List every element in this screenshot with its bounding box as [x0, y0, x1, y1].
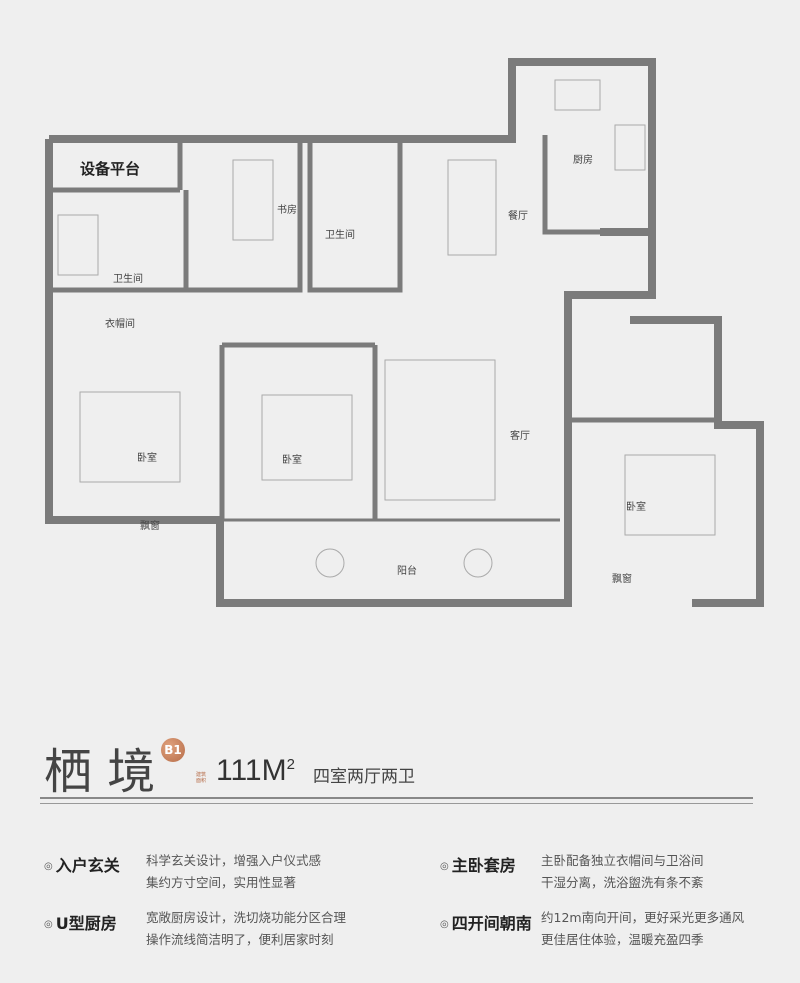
room-label-closet: 衣帽间 [105, 319, 135, 330]
feature-line: 更佳居住体验，温暖充盈四季 [541, 932, 704, 947]
balcony-chair-2 [463, 548, 493, 578]
feature-line: 约12m南向开间，更好采光更多通风 [541, 910, 745, 925]
bed-3 [624, 454, 716, 536]
layout-type: 四室两厅两卫 [313, 767, 415, 787]
room-label-bay1: 飘窗 [140, 521, 160, 532]
room-label-bath1: 卫生间 [325, 230, 355, 241]
room-label-bay2: 飘窗 [612, 574, 632, 585]
divider [40, 803, 753, 804]
room-label-bed3: 卧室 [626, 502, 646, 513]
feature-title-text: 主卧套房 [451, 856, 516, 875]
wall-west [45, 139, 220, 524]
wall-baths [49, 140, 403, 293]
feature-line: 操作流线简洁明了，便利居家时刻 [146, 932, 334, 947]
wall-bedroom2 [219, 342, 378, 520]
wall-east-lower [630, 316, 764, 607]
furniture [57, 79, 716, 578]
room-label-balcony: 阳台 [397, 566, 417, 577]
feature-title-text: 四开间朝南 [451, 914, 532, 933]
area-number: 111M [216, 754, 287, 787]
bathtub [57, 214, 99, 276]
circle-dot-icon: ◎ [44, 861, 53, 872]
divider [40, 797, 753, 799]
feature-line: 干湿分离，洗浴盥洗有条不紊 [541, 875, 704, 890]
stove [614, 124, 646, 171]
feature-line: 科学玄关设计，增强入户仪式感 [146, 853, 322, 868]
room-label-dining: 餐厅 [508, 211, 528, 222]
feature-title: ◎入户玄关 [44, 852, 120, 876]
kitchen-sink [554, 79, 601, 111]
feature-title: ◎主卧套房 [440, 852, 516, 876]
feature-title-text: U型厨房 [55, 914, 117, 933]
unit-badge: B1 [161, 738, 185, 762]
balcony-chair-1 [315, 548, 345, 578]
desk [232, 159, 274, 241]
walls [45, 58, 764, 607]
feature-desc: 主卧配备独立衣帽间与卫浴间干湿分离，洗浴盥洗有条不紊 [541, 850, 704, 894]
feature-line: 宽敞厨房设计，洗切烧功能分区合理 [146, 910, 347, 925]
area-label: 建筑面积 [196, 772, 207, 784]
rug [384, 359, 496, 501]
area-unit-sup: 2 [286, 756, 295, 773]
room-label-kitchen: 厨房 [573, 155, 593, 166]
room-label-bed1: 卧室 [137, 453, 157, 464]
room-label-study: 书房 [277, 205, 297, 216]
circle-dot-icon: ◎ [440, 919, 449, 930]
feature-line: 主卧配备独立衣帽间与卫浴间 [541, 853, 704, 868]
room-label-living: 客厅 [510, 431, 530, 442]
circle-dot-icon: ◎ [440, 861, 449, 872]
wall-platform [49, 139, 183, 193]
area-value: 111M2 [216, 754, 295, 788]
room-label-bed2: 卧室 [282, 455, 302, 466]
project-title: 栖 境 [44, 744, 156, 800]
wall-north [49, 58, 656, 236]
wall-south-balcony [216, 318, 572, 607]
feature-desc: 宽敞厨房设计，洗切烧功能分区合理操作流线简洁明了，便利居家时刻 [146, 907, 346, 951]
feature-line: 集约方寸空间，实用性显著 [146, 875, 297, 890]
bed-2 [261, 394, 353, 481]
room-label-platform: 设备平台 [80, 160, 141, 178]
feature-title: ◎四开间朝南 [440, 910, 532, 934]
feature-title-text: 入户玄关 [55, 856, 120, 875]
wall-kitchen [542, 135, 600, 235]
wall-east-upper [564, 232, 656, 318]
feature-title: ◎U型厨房 [44, 910, 117, 934]
feature-desc: 约12m南向开间，更好采光更多通风更佳居住体验，温暖充盈四季 [541, 907, 744, 951]
circle-dot-icon: ◎ [44, 919, 53, 930]
bed-1 [79, 391, 181, 483]
room-label-bath2: 卫生间 [113, 274, 143, 285]
dining-table [447, 159, 497, 256]
feature-desc: 科学玄关设计，增强入户仪式感集约方寸空间，实用性显著 [146, 850, 321, 894]
